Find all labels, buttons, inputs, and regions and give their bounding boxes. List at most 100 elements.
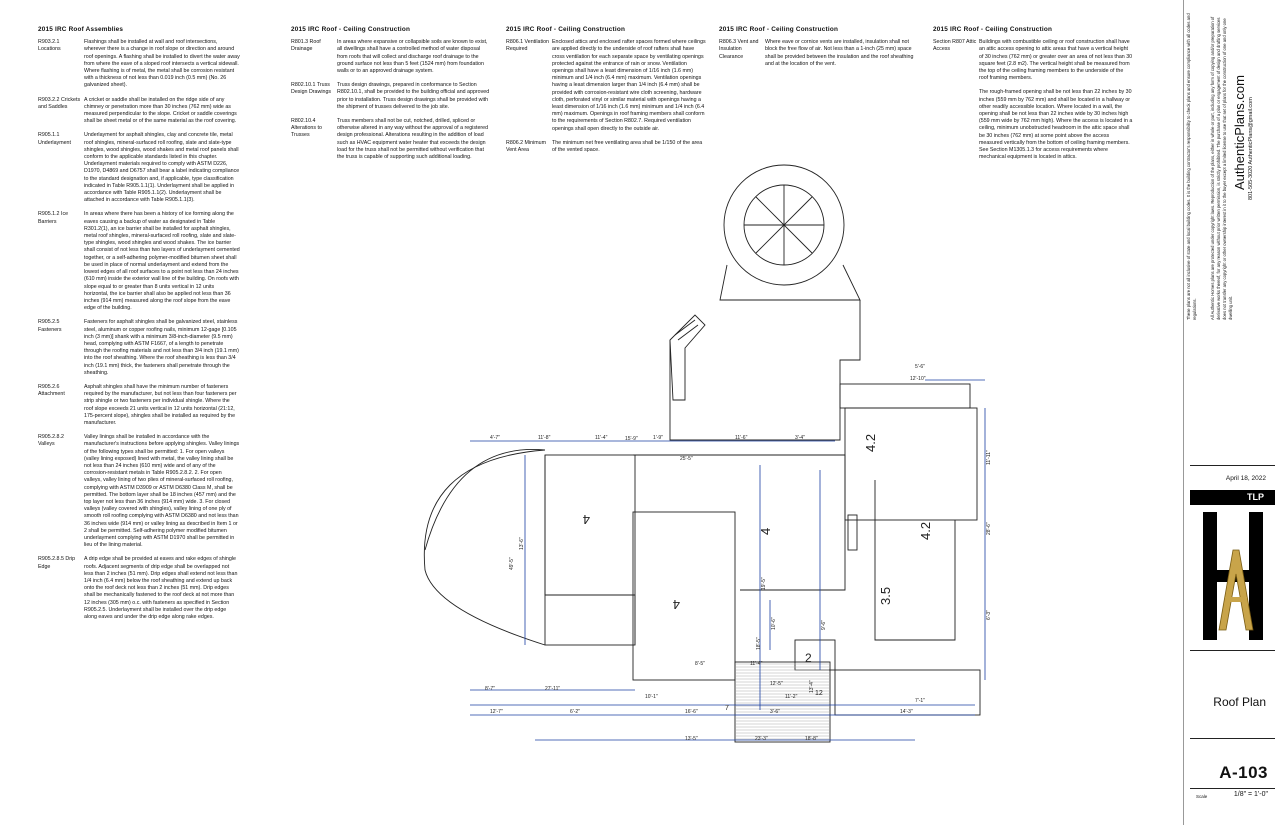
code-section: R905.2.8.2 Valleys Valley linings shall b… <box>38 434 240 549</box>
section-code: R903.2.1 Locations <box>38 39 61 53</box>
tower-base <box>719 264 861 301</box>
section-code: Section R807 Attic Access <box>933 39 977 53</box>
column-heading: 2015 IRC Roof - Ceiling Construction <box>719 26 839 33</box>
section-code: R905.1.1 Underlayment <box>38 132 71 146</box>
dimension-label: 25'-5" <box>680 456 693 462</box>
scale-label: Scale <box>1196 794 1208 799</box>
stair-element <box>669 314 706 401</box>
section-text: Asphalt shingles shall have the minimum … <box>84 383 237 426</box>
code-section: R905.2.5 Fasteners Fasteners for asphalt … <box>38 319 240 377</box>
dimension-label: 16'-6" <box>685 709 698 715</box>
dimension-label: 12'-10" <box>910 376 926 382</box>
column-heading: 2015 IRC Roof - Ceiling Construction <box>506 26 626 33</box>
code-section: R801.3 Roof Drainage In areas where expan… <box>291 39 491 75</box>
dimension-label: 15'-9" <box>625 436 638 442</box>
section-text: The rough-framed opening shall be not le… <box>979 89 1133 161</box>
section-text: Flashings shall be installed at wall and… <box>84 39 240 89</box>
dimension-label: 19'-5" <box>761 577 767 590</box>
sheet-number: A-103 <box>1219 763 1268 782</box>
section-code: R905.2.8.5 Drip Edge <box>38 556 76 570</box>
section-text: Truss design drawings, prepared in confo… <box>337 82 490 110</box>
section-text: A drip edge shall be provided at eaves a… <box>84 556 238 621</box>
section-text: In areas where there has been a history … <box>84 211 240 312</box>
dimension-label: 28'-6" <box>986 522 992 535</box>
section-text: Enclosed attics and enclosed rafter spac… <box>552 39 706 132</box>
dimension-label: 8'-7" <box>485 686 495 692</box>
roof-slope-label: 2 <box>805 651 812 665</box>
roof-slope-label: 7 <box>725 705 729 712</box>
contact-label[interactable]: 801-505-3020 AuthenticPlans@gmail.com <box>1248 97 1254 200</box>
roof-right-wing <box>844 407 978 521</box>
roof-center-section <box>632 511 736 681</box>
section-code: R806.2 Minimum Vent Area <box>506 139 547 154</box>
dimension-label: 6'-2" <box>570 709 580 715</box>
website-label[interactable]: AuthenticPlans.com <box>1232 75 1247 190</box>
code-section: R903.2.1 Locations Flashings shall be ins… <box>38 39 240 89</box>
drafter-initials: TLP <box>1190 490 1275 505</box>
section-text: The minimum net free ventilating area sh… <box>552 139 703 154</box>
roof-slope-label: 4.2 <box>918 522 933 540</box>
dimension-label: 49'-5" <box>509 557 515 570</box>
section-code: R806.3 Vent and Insulation Clearance <box>719 39 759 60</box>
roof-slope-label: 4 <box>758 528 773 535</box>
dimension-label: 11'-11" <box>986 450 992 465</box>
roof-main-outline <box>544 455 636 645</box>
dimension-label: 13'-5" <box>685 736 698 742</box>
code-section: R905.2.8.5 Drip Edge A drip edge shall be… <box>38 556 240 621</box>
title-block: AuthenticPlans.com 801-505-3020 Authenti… <box>1183 0 1275 825</box>
dimension-label: 14'-3" <box>900 709 913 715</box>
dimension-label: 5'-6" <box>915 364 925 370</box>
dimension-label: 11'-4" <box>595 435 608 441</box>
dimension-label: 9'-6" <box>821 620 827 630</box>
drawing-scale: 1/8" = 1'-0" <box>1233 791 1268 798</box>
dimension-label: 8'-5" <box>695 661 705 667</box>
column-heading: 2015 IRC Roof Assemblies <box>38 26 124 33</box>
dimension-label: 18'-5" <box>756 637 762 650</box>
section-text: A cricket or saddle shall be installed o… <box>84 96 237 125</box>
dimension-label: 1'-9" <box>653 435 663 441</box>
roof-slope-label: 4 <box>673 597 680 612</box>
roof-slope-label: 4.2 <box>863 434 878 452</box>
section-text: Buildings with combustible ceiling or ro… <box>979 39 1133 82</box>
dimension-label: 11'-2" <box>785 694 798 700</box>
dimension-label: 6'-3" <box>986 610 992 620</box>
dimension-label: 13'-6" <box>519 537 525 550</box>
section-code: R806.1 Ventilation Required <box>506 39 549 53</box>
roof-left-section <box>544 454 636 646</box>
code-section: R806.3 Vent and Insulation Clearance Wher… <box>719 39 919 68</box>
roof-slope-label: 4 <box>583 512 590 527</box>
tower-outline <box>723 164 845 286</box>
dimension-label: 18'-8" <box>805 736 818 742</box>
section-text: Truss members shall not be cut, notched,… <box>337 118 489 161</box>
column-heading: 2015 IRC Roof - Ceiling Construction <box>291 26 411 33</box>
dimension-label: 11'-4" <box>750 661 763 667</box>
roof-slope-label: 12 <box>815 690 823 697</box>
section-text: Valley linings shall be installed in acc… <box>84 434 240 549</box>
section-text: In areas where expansive or collapsible … <box>337 39 488 75</box>
dimension-label: 27'-11" <box>545 686 560 692</box>
section-code: R801.3 Roof Drainage <box>291 39 321 53</box>
section-code: R905.2.8.2 Valleys <box>38 434 64 448</box>
dimension-label: 10'-1" <box>645 694 658 700</box>
dimension-label: 11'-8" <box>538 435 551 441</box>
sheet-title: Roof Plan <box>1213 695 1266 709</box>
disclaimer-codes: These plans are not all inclusive of sta… <box>1186 13 1197 320</box>
section-code: R905.2.5 Fasteners <box>38 319 62 333</box>
dimension-label: 23'-3" <box>755 736 768 742</box>
roof-plan-drawing: 5'-6"4'-7"11'-8"11'-4"1'-9"11'-6"3'-4"12… <box>423 164 992 743</box>
dimension-label: 3'-4" <box>795 435 805 441</box>
code-section: The rough-framed opening shall be not le… <box>933 89 1133 161</box>
dimension-label: 10'-6" <box>771 617 777 630</box>
dimension-label: 4'-7" <box>490 435 500 441</box>
roof-arc <box>423 449 546 646</box>
disclaimer-copyright: All Authentic Homes plans are protected … <box>1210 16 1233 320</box>
section-text: Where eave or cornice vents are installe… <box>765 39 914 67</box>
section-text: Fasteners for asphalt shingles shall be … <box>84 319 239 376</box>
